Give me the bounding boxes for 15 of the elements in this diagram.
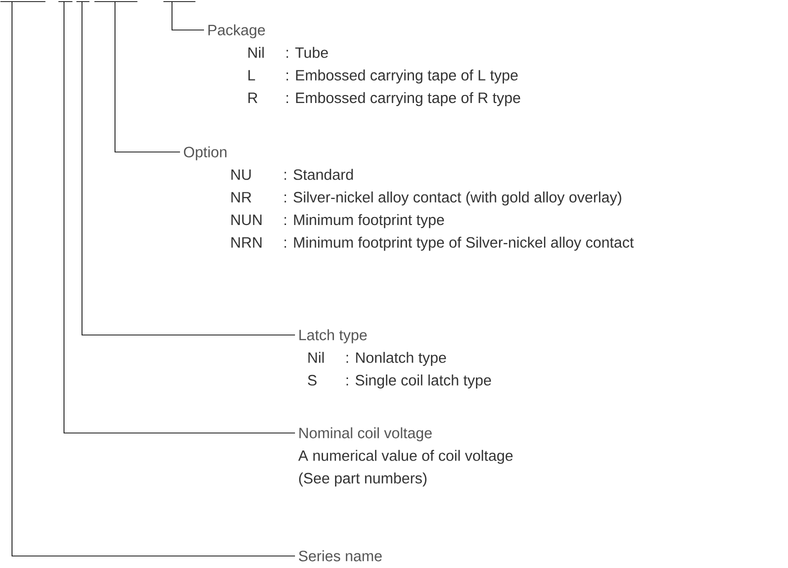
option-list: Package Nil : Tube L : Embossed carrying tape of L type R : Embossed carrying tape of R type xyxy=(208,24,520,106)
underline-bar xyxy=(76,1,90,2)
underline-bar xyxy=(0,1,46,2)
option-list: Latch type Nil : Nonlatch type S : Single coil latch type xyxy=(299,329,491,388)
leader-line xyxy=(12,2,296,556)
description-text: Nominal coil voltage A numerical value of coil voltage (See part numbers) xyxy=(298,427,513,486)
leader-line xyxy=(172,2,204,30)
option-list: Option NU : Standard NR : Silver-nickel alloy contact (with gold alloy overlay) NUN : Minimum footprint type NRN : Minimum footprint type of Silver-nickel alloy contact xyxy=(184,146,634,251)
description-text: Series name xyxy=(298,550,382,562)
leader-line xyxy=(114,2,180,152)
underline-bar xyxy=(163,1,196,2)
leader-line xyxy=(82,2,296,336)
underline-bar xyxy=(58,1,73,2)
leader-line xyxy=(64,2,296,434)
underline-bar xyxy=(94,1,138,2)
